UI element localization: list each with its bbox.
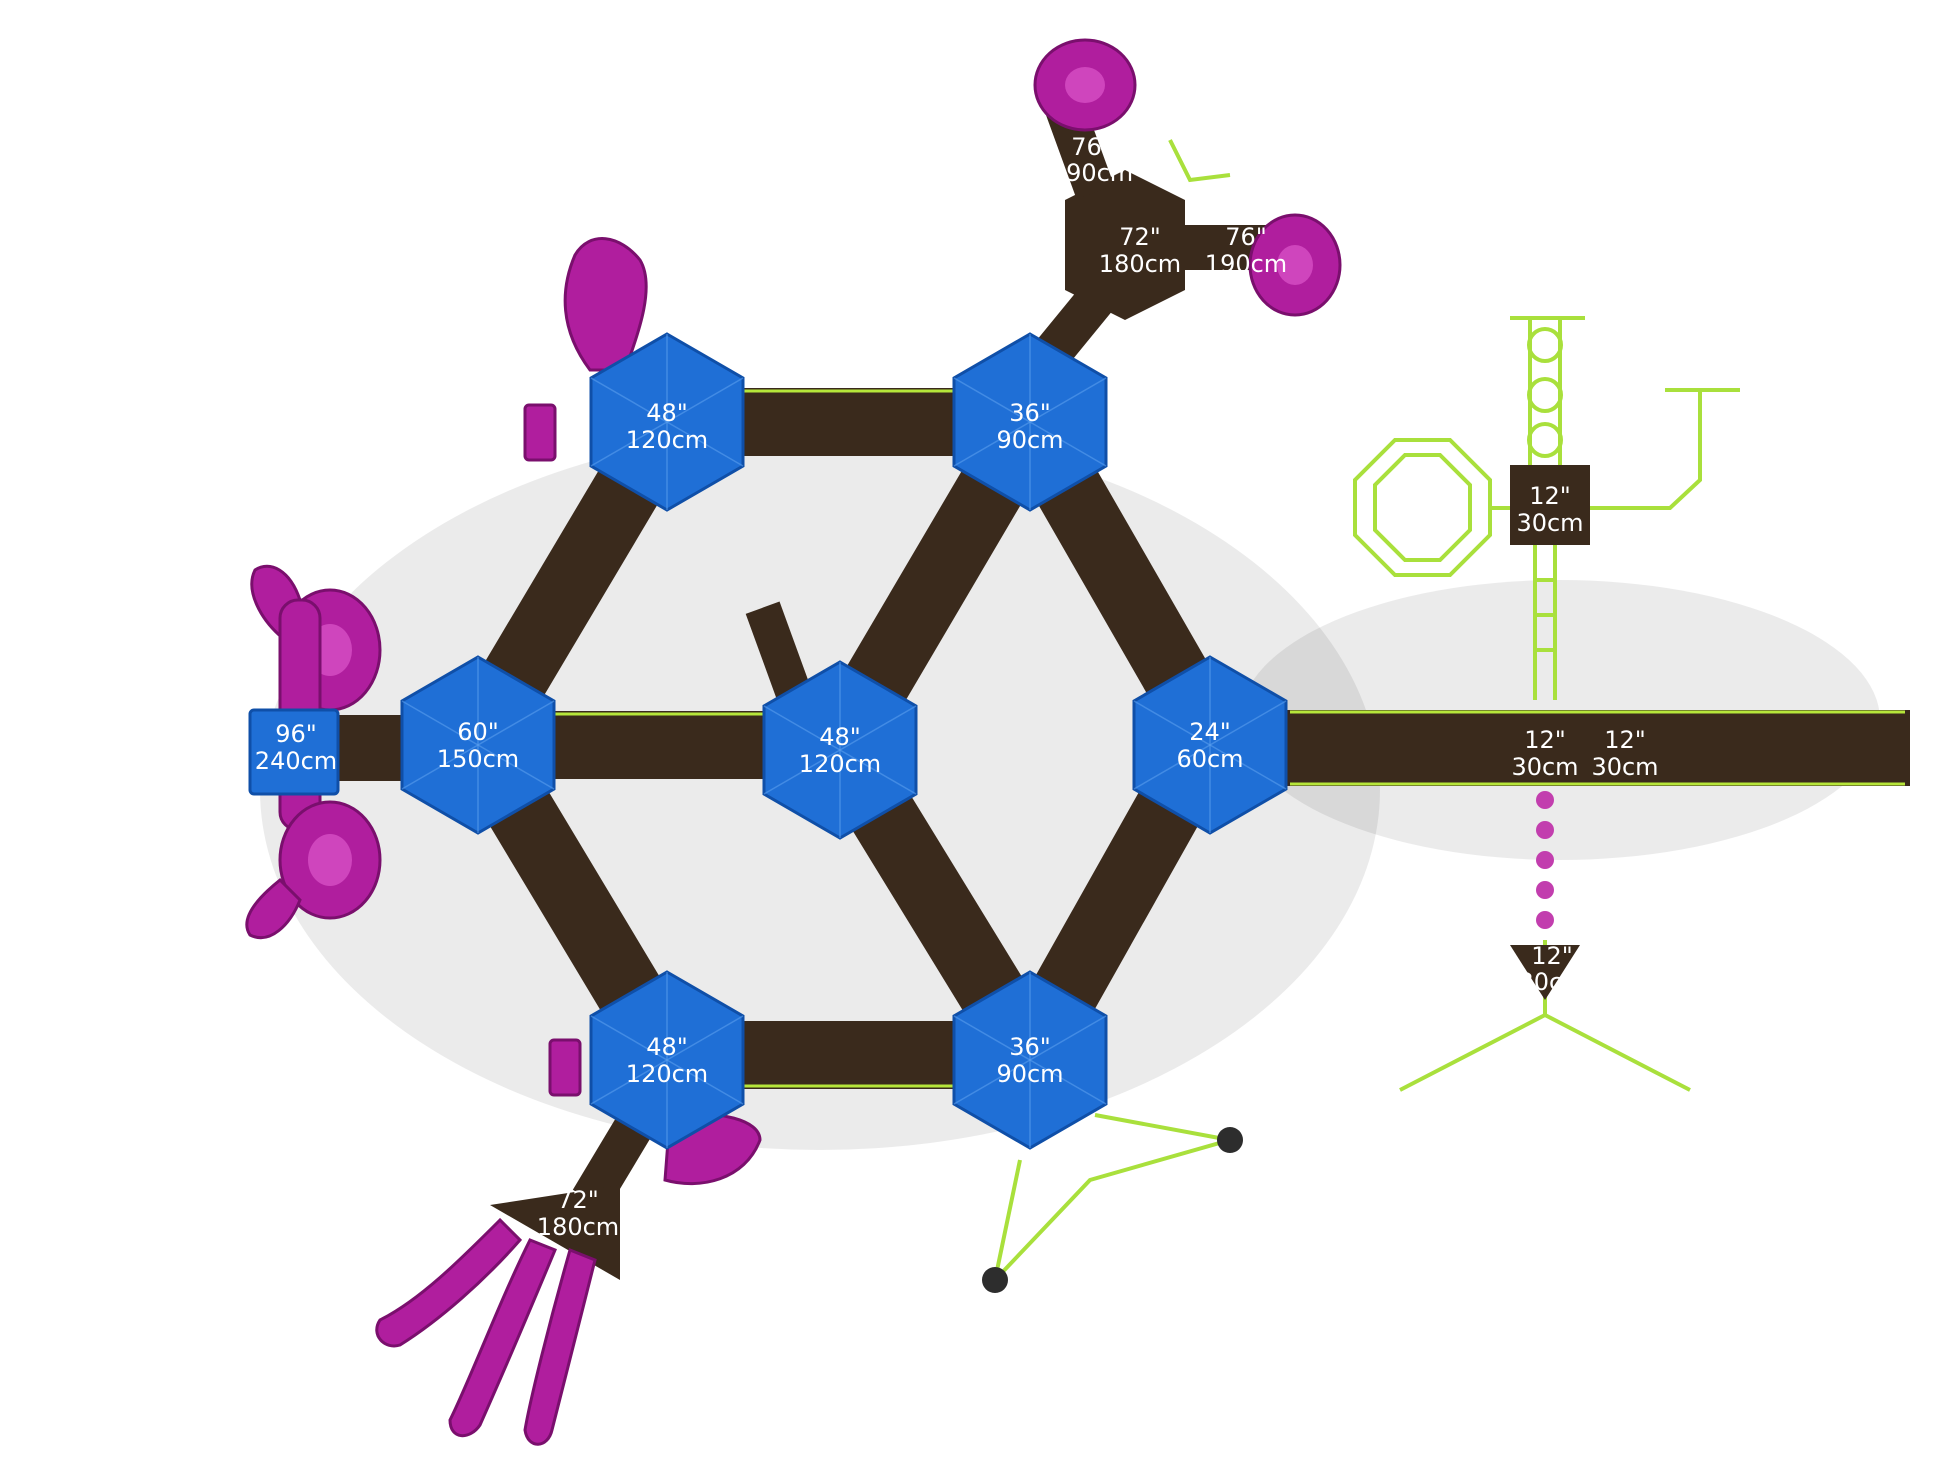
label-right-tri-cm: 30cm <box>1518 968 1585 996</box>
climbing-nets <box>982 139 1740 1293</box>
label-walk-b-cm: 30cm <box>1591 753 1658 781</box>
label-square-cm: 30cm <box>1516 509 1583 537</box>
label-upper-deck-inch: 72" <box>1119 223 1161 251</box>
label-left-cm: 150cm <box>437 745 519 773</box>
rope-climber <box>991 1113 1231 1287</box>
label-right-cm: 60cm <box>1176 745 1243 773</box>
label-lower-deck-cm: 180cm <box>537 1213 619 1241</box>
label-walk-a-cm: 30cm <box>1511 753 1578 781</box>
label-walk-b-inch: 12" <box>1604 726 1646 754</box>
label-center-cm: 120cm <box>799 750 881 778</box>
stepping-pods <box>1536 791 1554 929</box>
label-walk-a-inch: 12" <box>1524 726 1566 754</box>
label-upper-deck-cm: 180cm <box>1099 250 1181 278</box>
roof-left-end <box>248 708 340 796</box>
slide-top-left <box>563 237 648 372</box>
label-bottom-left-inch: 48" <box>646 1033 688 1061</box>
label-right-inch: 24" <box>1189 718 1231 746</box>
label-bottom-right-cm: 90cm <box>996 1060 1063 1088</box>
right-tri-deck <box>1510 945 1580 1000</box>
arm-climber <box>1585 390 1702 510</box>
label-center-inch: 48" <box>819 723 861 751</box>
slides <box>245 38 1342 1446</box>
label-left-end-cm: 240cm <box>255 747 337 775</box>
label-slide-top-b-inch: 76" <box>1225 223 1267 251</box>
label-top-left-inch: 48" <box>646 399 688 427</box>
octagon-net <box>1353 438 1492 577</box>
hex-roofs <box>248 332 1288 1150</box>
label-left-end-inch: 96" <box>275 720 317 748</box>
label-square-inch: 12" <box>1529 482 1571 510</box>
label-bottom-right-inch: 36" <box>1009 1033 1051 1061</box>
label-bottom-left-cm: 120cm <box>626 1060 708 1088</box>
label-left-inch: 60" <box>457 718 499 746</box>
walk-long-right <box>1210 710 1910 786</box>
label-lower-deck-inch: 72" <box>557 1186 599 1214</box>
height-labels: 48" 120cm 36" 90cm 60" 150cm 48" 120cm 2… <box>255 133 1659 1241</box>
label-top-right-cm: 90cm <box>996 426 1063 454</box>
triple-slide <box>375 1217 523 1348</box>
right-square-deck <box>1510 465 1590 545</box>
tripod-net <box>1399 1013 1546 1092</box>
upper-hex-deck <box>1065 170 1185 320</box>
label-slide-top-b-cm: 190cm <box>1205 250 1287 278</box>
label-top-right-inch: 36" <box>1009 399 1051 427</box>
label-top-left-cm: 120cm <box>626 426 708 454</box>
label-right-tri-inch: 12" <box>1531 942 1573 970</box>
label-slide-top-a-inch: 76" <box>1071 133 1113 161</box>
label-slide-top-a-cm: 190cm <box>1051 159 1133 187</box>
